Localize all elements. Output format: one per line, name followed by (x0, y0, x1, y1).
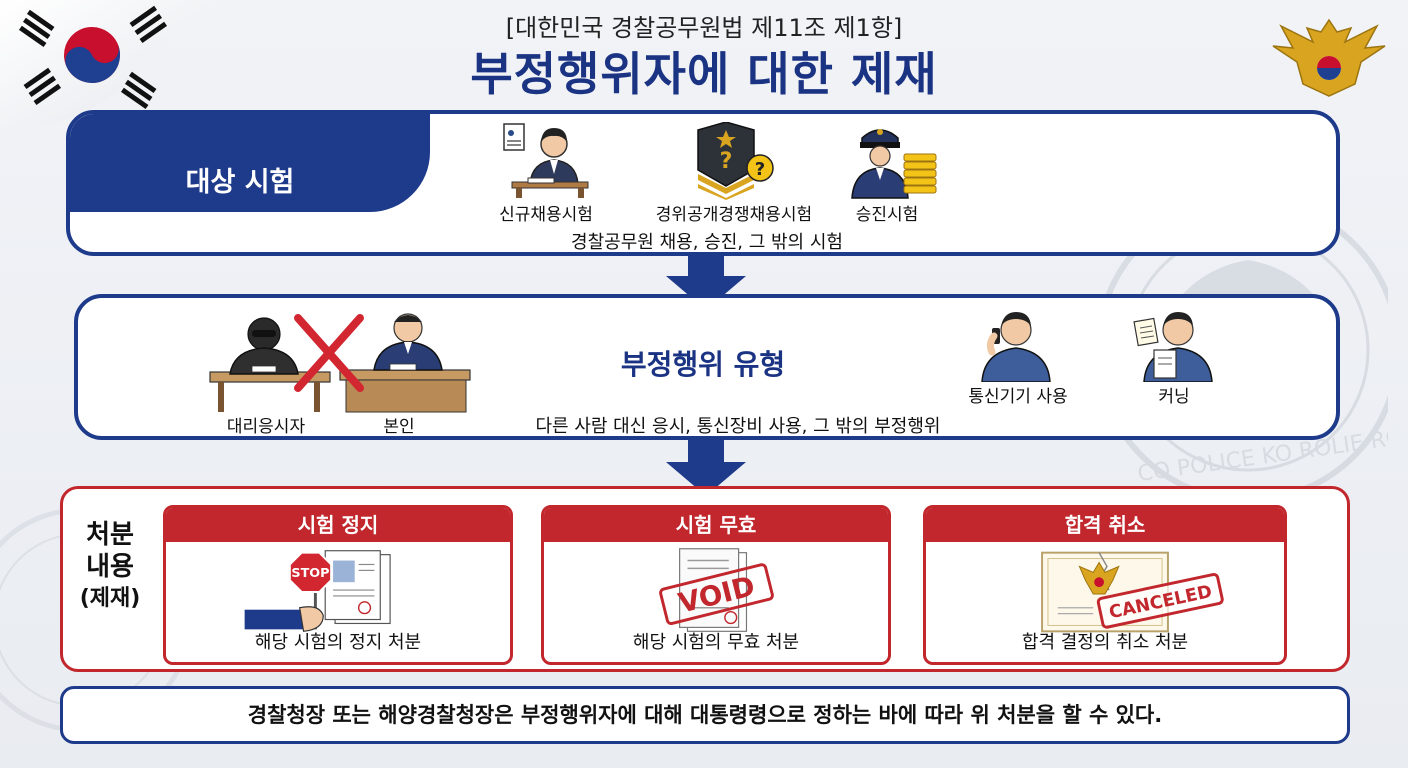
sanctions-panel: 처분 내용 (제재) 시험 정지 STOP 해당 시험의 정지 처분 시험 무효 (60, 486, 1350, 672)
misconduct-types-title: 부정행위 유형 (620, 348, 786, 381)
exam-label-new-hire: 신규채용시험 (499, 205, 593, 225)
sanction-card-title: 시험 무효 (544, 508, 888, 542)
page-title: 부정행위자에 대한 제재 (470, 47, 938, 101)
misconduct-types-panel: 대리응시자 본인 부정행위 유형 통신기기 사용 커닝 다른 사람 대신 응시,… (74, 294, 1340, 440)
sanction-card-stop: 시험 정지 STOP 해당 시험의 정지 처분 (163, 505, 513, 665)
down-arrow-icon (666, 440, 746, 496)
svg-text:?: ? (755, 159, 765, 180)
svg-text:?: ? (720, 149, 733, 174)
sanctions-side-line: 내용 (86, 552, 134, 582)
sanction-card-caption: 해당 시험의 무효 처분 (632, 632, 800, 653)
sanctions-side-line: 처분 (86, 520, 134, 550)
target-exams-panel: 대상 시험 신규채용시험 ? ? 경위공개경쟁채용시험 (66, 110, 1340, 256)
stop-sign-icon: STOP (244, 550, 391, 632)
sanction-card-title: 합격 취소 (926, 508, 1284, 542)
police-rank-question-icon: ? ? (697, 122, 774, 200)
down-arrow-icon (666, 254, 746, 310)
canceled-stamp-icon: CANCELED (1041, 551, 1224, 633)
police-officer-coins-icon (851, 129, 937, 199)
misconduct-types-caption: 다른 사람 대신 응시, 통신장비 사용, 그 밖의 부정행위 (535, 416, 941, 437)
sanctions-side-label: 처분 내용 (제재) (69, 519, 151, 615)
phone-call-person-icon (981, 312, 1051, 382)
target-exams-tab (70, 114, 430, 212)
sanction-card-void: 시험 무효 VOID 해당 시험의 무효 처분 (541, 505, 891, 665)
void-stamp-icon: VOID (659, 548, 774, 632)
cheat-sheet-person-icon (1133, 312, 1213, 382)
sanction-card-canceled: 합격 취소 CANCELED 합격 결정의 취소 처분 (923, 505, 1287, 665)
proxy-test-taker-icon (209, 313, 471, 413)
cheating-label: 커닝 (1158, 387, 1190, 407)
exam-label-promotion: 승진시험 (855, 205, 919, 225)
proxy-label: 대리응시자 (226, 417, 306, 437)
footer-note: 경찰청장 또는 해양경찰청장은 부정행위자에 대해 대통령령으로 정하는 바에 … (60, 686, 1350, 744)
svg-text:STOP: STOP (291, 566, 329, 581)
phone-use-label: 통신기기 사용 (968, 387, 1068, 407)
self-label: 본인 (383, 417, 415, 437)
target-exams-caption: 경찰공무원 채용, 승진, 그 밖의 시험 (571, 232, 843, 253)
sanctions-side-line: (제재) (79, 586, 141, 611)
police-emblem-icon (1272, 18, 1386, 97)
law-reference: [대한민국 경찰공무원법 제11조 제1항] (505, 14, 903, 42)
sanction-card-caption: 합격 결정의 취소 처분 (1021, 632, 1189, 653)
sanction-card-title: 시험 정지 (166, 508, 510, 542)
job-applicant-writing-icon (503, 123, 589, 198)
target-exams-label: 대상 시험 (185, 167, 295, 198)
korean-flag-icon (0, 0, 220, 129)
sanction-card-caption: 해당 시험의 정지 처분 (254, 632, 422, 653)
exam-label-open-competition: 경위공개경쟁채용시험 (655, 205, 813, 225)
